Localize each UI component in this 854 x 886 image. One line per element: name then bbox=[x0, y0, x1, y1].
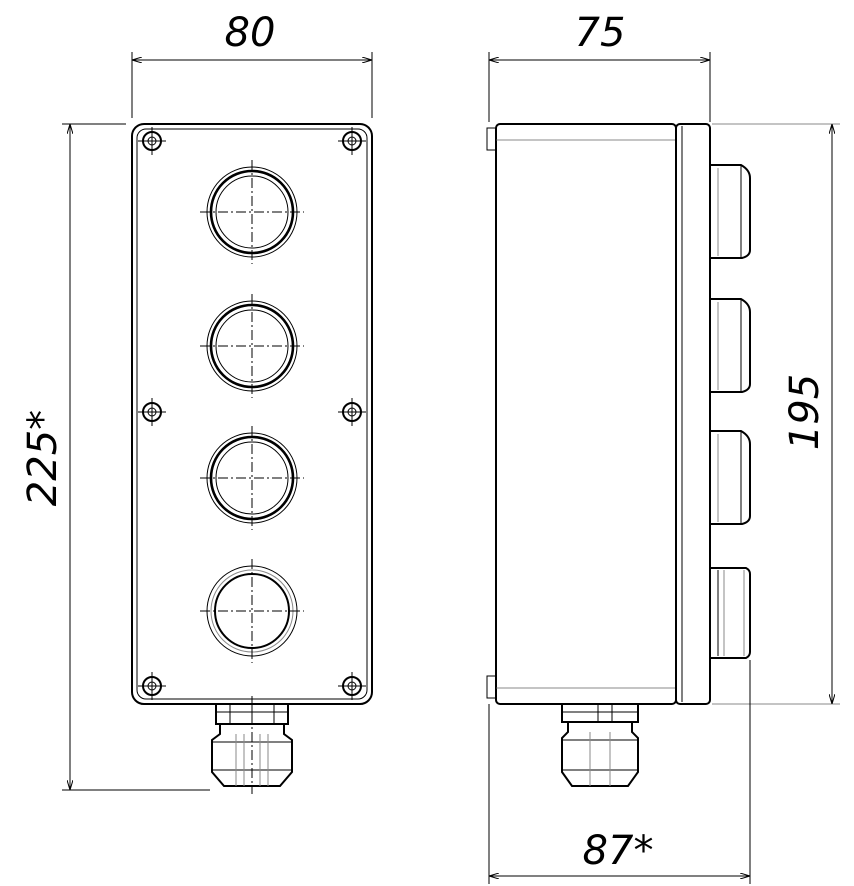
dimension-side-height: 195 bbox=[712, 123, 840, 705]
dim-side-depth-label: 75 bbox=[575, 10, 626, 56]
screw bbox=[338, 127, 366, 155]
pushbutton-blank bbox=[200, 559, 304, 663]
dimension-front-width: 80 bbox=[131, 10, 373, 118]
screw bbox=[138, 672, 166, 700]
screw bbox=[138, 127, 166, 155]
side-pushbutton-blank bbox=[710, 567, 751, 659]
dim-side-height-label: 195 bbox=[782, 374, 828, 450]
pushbutton bbox=[200, 160, 304, 264]
pushbutton bbox=[200, 426, 304, 530]
dimension-front-height: 225* bbox=[20, 123, 210, 791]
side-pushbutton bbox=[710, 164, 751, 259]
dim-front-width-label: 80 bbox=[225, 10, 276, 56]
pushbutton bbox=[200, 294, 304, 398]
side-body bbox=[495, 123, 677, 705]
screw bbox=[338, 672, 366, 700]
side-tab bbox=[486, 675, 497, 699]
dimension-overall-depth: 87* bbox=[488, 660, 751, 884]
side-pushbutton bbox=[710, 298, 751, 393]
side-pushbutton bbox=[710, 430, 751, 525]
dimension-side-depth: 75 bbox=[488, 10, 711, 122]
screw bbox=[138, 398, 166, 426]
cable-gland bbox=[211, 696, 293, 794]
side-view: 75 195 87* bbox=[486, 10, 840, 884]
front-view: 80 225* bbox=[20, 10, 373, 794]
dim-overall-depth-label: 87* bbox=[583, 828, 654, 874]
side-tab bbox=[486, 127, 497, 151]
screw bbox=[338, 398, 366, 426]
side-cable-gland bbox=[561, 703, 639, 787]
dim-front-height-label: 225* bbox=[20, 410, 66, 506]
side-lid bbox=[675, 123, 711, 705]
